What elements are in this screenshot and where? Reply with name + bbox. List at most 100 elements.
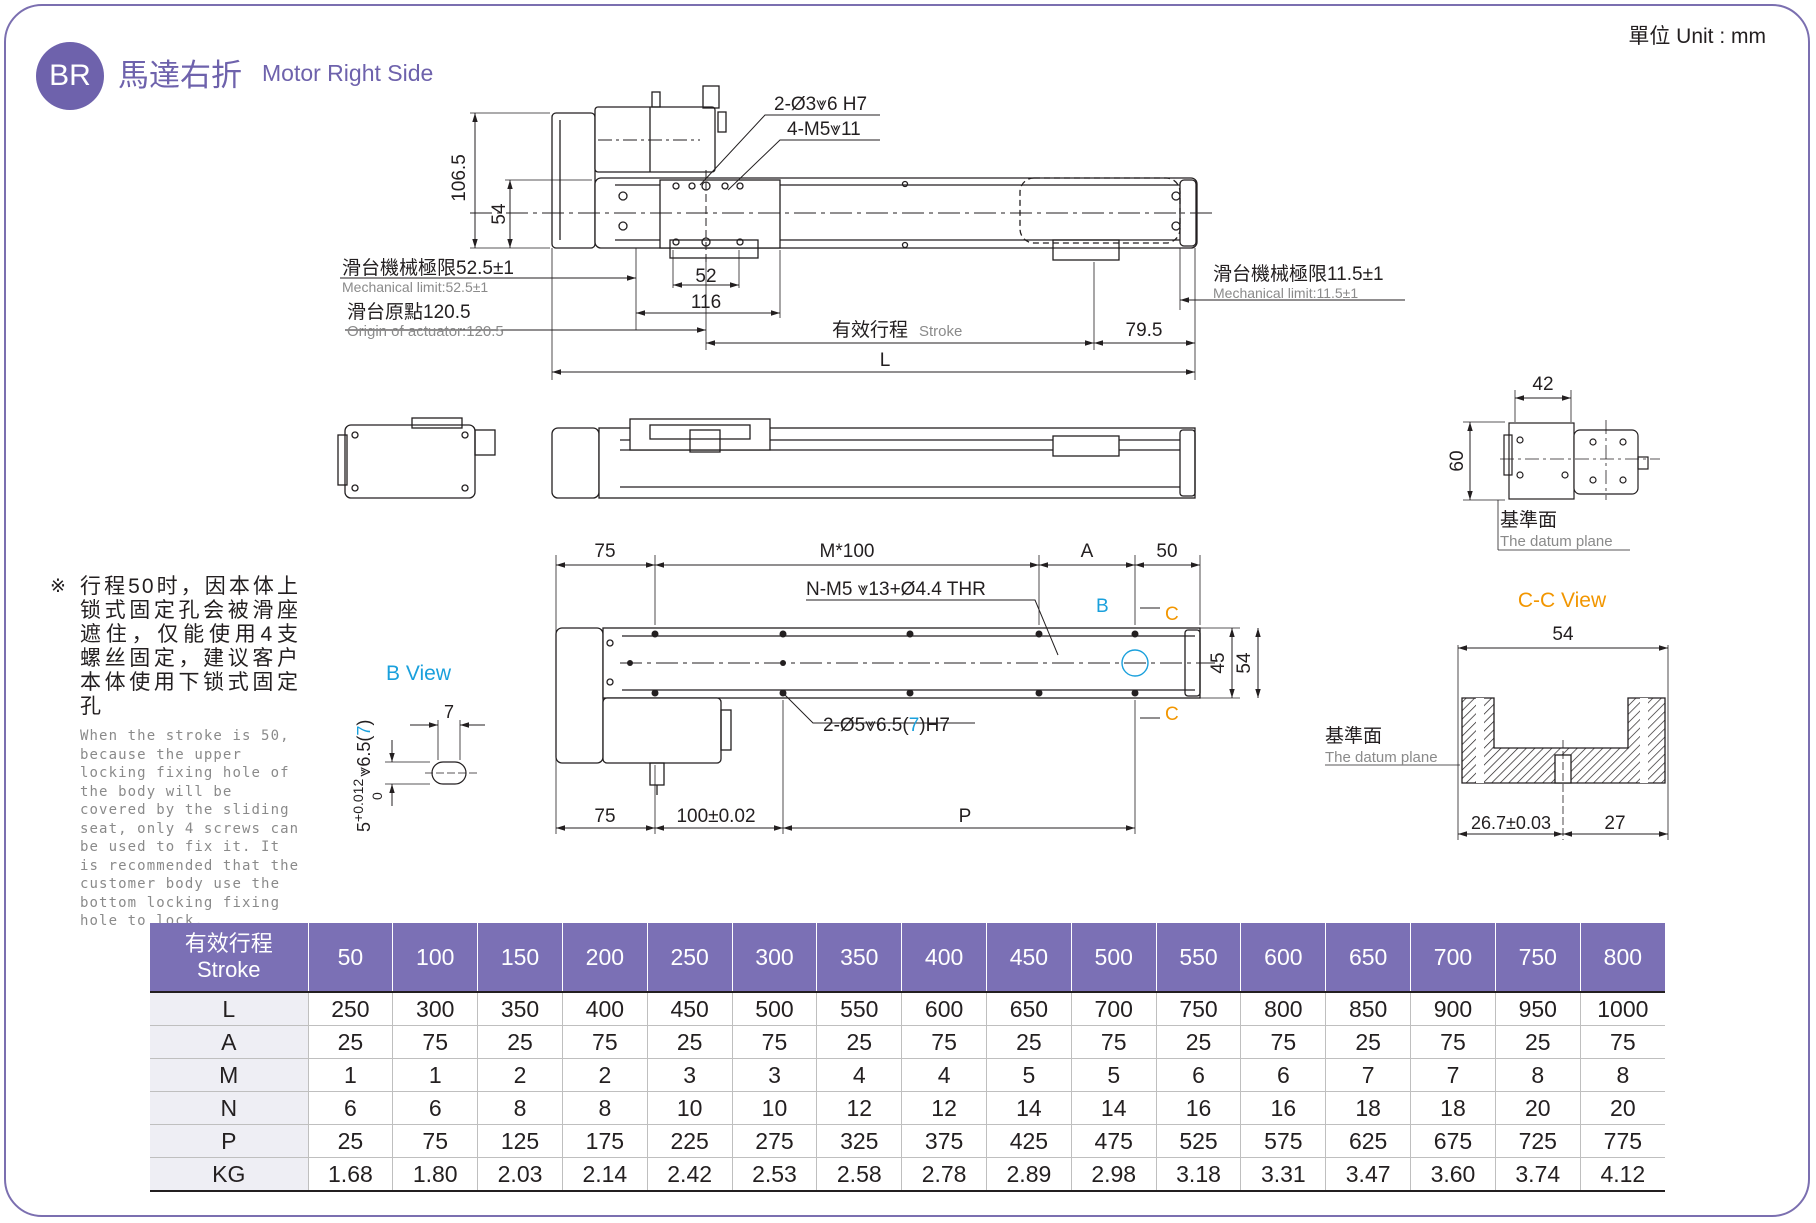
- table-cell: 950: [1494, 991, 1581, 1026]
- row-label: P: [150, 1124, 308, 1158]
- stroke-col-header: 250: [646, 923, 733, 992]
- note-zh: 行程50时，因本体上锁式固定孔会被滑座遮住，仅能使用4支螺丝固定，建议客户本体使…: [80, 575, 300, 718]
- table-cell: 3.47: [1325, 1157, 1411, 1192]
- stroke-col-header: 450: [986, 923, 1072, 992]
- title-english: Motor Right Side: [262, 60, 434, 86]
- table-cell: 125: [477, 1124, 563, 1158]
- dim-45: 45: [1208, 652, 1229, 673]
- dim-116: 116: [691, 292, 721, 313]
- table-cell: 12: [816, 1091, 902, 1125]
- stroke-col-header: 50: [307, 923, 393, 992]
- table-cell: 325: [816, 1124, 902, 1158]
- pin-callout-suffix: )H7: [919, 715, 950, 736]
- dim-75-top: 75: [594, 541, 615, 562]
- table-cell: 18: [1410, 1091, 1496, 1125]
- stroke-col-header: 300: [731, 923, 817, 992]
- stroke-col-header: 650: [1325, 923, 1411, 992]
- stroke-col-header: 700: [1410, 923, 1496, 992]
- mech-limit-right-en: Mechanical limit:11.5±1: [1213, 285, 1358, 301]
- dim-P: P: [959, 806, 972, 827]
- label-C-bottom: C: [1165, 704, 1179, 725]
- stroke-col-header: 150: [477, 923, 563, 992]
- b-dim-depth-num: 7: [354, 726, 374, 736]
- table-cell: 75: [901, 1025, 987, 1059]
- hole-callout-2: 4-M5⩔11: [787, 119, 861, 140]
- table-cell: 2.03: [477, 1157, 563, 1192]
- table-cell: 3.60: [1410, 1157, 1496, 1192]
- table-cell: 6: [1155, 1058, 1241, 1092]
- stroke-note: ※ 行程50时，因本体上锁式固定孔会被滑座遮住，仅能使用4支螺丝固定，建议客户本…: [50, 575, 310, 931]
- note-mark: ※: [50, 576, 68, 597]
- b-view: [385, 720, 485, 806]
- stroke-col-header: 800: [1579, 923, 1665, 992]
- table-cell: 425: [986, 1124, 1072, 1158]
- table-cell: 75: [1410, 1025, 1496, 1059]
- table-cell: 25: [646, 1025, 733, 1059]
- table-cell: 14: [1070, 1091, 1157, 1125]
- title-chinese: 馬達右折: [118, 58, 242, 93]
- table-cell: 25: [986, 1025, 1072, 1059]
- dim-100: 100±0.02: [676, 806, 755, 827]
- cc-view: [1325, 645, 1669, 840]
- table-cell: 25: [1155, 1025, 1241, 1059]
- b-dim-depth-suffix: ): [354, 720, 374, 726]
- stroke-zh: 有效行程: [832, 319, 908, 341]
- table-cell: 75: [1579, 1025, 1665, 1059]
- mech-limit-left-zh: 滑台機械極限52.5±1: [342, 257, 514, 279]
- stroke-col-header: 550: [1155, 923, 1241, 992]
- table-cell: 3: [731, 1058, 817, 1092]
- table-cell: 175: [561, 1124, 648, 1158]
- dim-75-bottom: 75: [594, 806, 615, 827]
- table-cell: 650: [986, 991, 1072, 1026]
- table-cell: 400: [561, 991, 648, 1026]
- model-badge: BR: [36, 42, 104, 110]
- table-cell: 25: [816, 1025, 902, 1059]
- stroke-col-header: 750: [1494, 923, 1581, 992]
- table-cell: 2.53: [731, 1157, 817, 1192]
- stroke-col-header: 200: [561, 923, 648, 992]
- table-cell: 25: [307, 1025, 393, 1059]
- origin-en: Origin of actuator:120.5: [347, 323, 504, 340]
- table-cell: 500: [731, 991, 817, 1026]
- cc-datum-en: The datum plane: [1325, 749, 1438, 766]
- table-cell: 10: [731, 1091, 817, 1125]
- b-view-title: B View: [386, 662, 452, 685]
- dim-50: 50: [1156, 541, 1177, 562]
- table-cell: 800: [1240, 991, 1326, 1026]
- table-cell: 75: [561, 1025, 648, 1059]
- table-cell: 6: [307, 1091, 393, 1125]
- origin-zh: 滑台原點120.5: [347, 301, 471, 323]
- table-cell: 8: [477, 1091, 563, 1125]
- table-cell: 4: [816, 1058, 902, 1092]
- stroke-col-header: 100: [392, 923, 478, 992]
- table-cell: 75: [392, 1025, 478, 1059]
- row-label: L: [150, 991, 308, 1026]
- mech-limit-right-zh: 滑台機械極限11.5±1: [1213, 263, 1384, 285]
- table-cell: 75: [731, 1025, 817, 1059]
- table-cell: 7: [1325, 1058, 1411, 1092]
- b-view-labels: B View 7 5+0.012⩔6.5(7) 0: [350, 662, 454, 832]
- table-cell: 2: [561, 1058, 648, 1092]
- side-view: [337, 417, 1196, 499]
- stroke-col-header: 350: [816, 923, 902, 992]
- table-cell: 575: [1240, 1124, 1326, 1158]
- table-cell: 4.12: [1579, 1157, 1665, 1192]
- table-cell: 10: [646, 1091, 733, 1125]
- stroke-header: 有效行程 Stroke: [150, 923, 308, 992]
- table-cell: 1: [307, 1058, 393, 1092]
- cc-dim-27: 27: [1604, 813, 1625, 834]
- stroke-col-header: 600: [1240, 923, 1326, 992]
- end-datum-en: The datum plane: [1500, 533, 1613, 550]
- table-cell: 12: [901, 1091, 987, 1125]
- page-frame: [4, 4, 1810, 1217]
- table-cell: 3.18: [1155, 1157, 1241, 1192]
- table-cell: 2: [477, 1058, 563, 1092]
- table-cell: 450: [646, 991, 733, 1026]
- pin-callout-prefix: 2-Ø5⩔6.5(: [823, 715, 909, 736]
- cc-dim-26-7: 26.7±0.03: [1471, 813, 1551, 833]
- mech-limit-left-en: Mechanical limit:52.5±1: [342, 279, 488, 295]
